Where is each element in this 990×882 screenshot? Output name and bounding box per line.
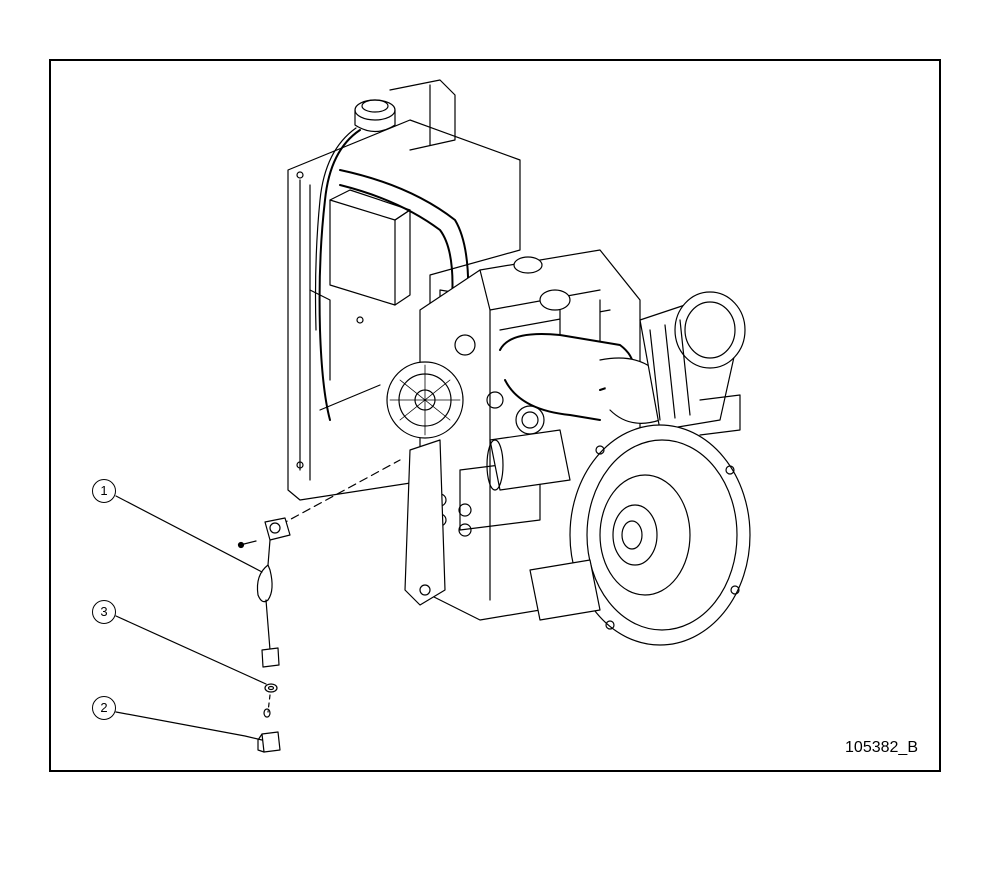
engine-mount — [404, 439, 601, 621]
callout-3: 3 — [92, 600, 116, 624]
drawing-frame: 105382_B — [49, 59, 941, 772]
intake-pipe — [499, 333, 671, 424]
figure-id-label: 105382_B — [845, 739, 918, 756]
flywheel-housing — [569, 424, 751, 646]
callout-1: 1 — [92, 479, 116, 503]
assembly-leader-lower — [267, 694, 271, 713]
callout-2-leader — [115, 711, 263, 741]
callout-2: 2 — [92, 696, 116, 720]
part-2-connector — [257, 708, 281, 753]
starter-motor — [486, 429, 571, 491]
part-3-washer — [264, 683, 278, 693]
alternator — [386, 361, 464, 439]
assembly-leader — [279, 459, 401, 526]
callout-3-leader — [115, 615, 267, 685]
callout-1-leader — [115, 495, 263, 573]
part-1-sensor — [237, 517, 291, 668]
filler-cap — [354, 79, 456, 151]
air-filter — [639, 291, 746, 436]
expansion-box — [329, 189, 411, 306]
